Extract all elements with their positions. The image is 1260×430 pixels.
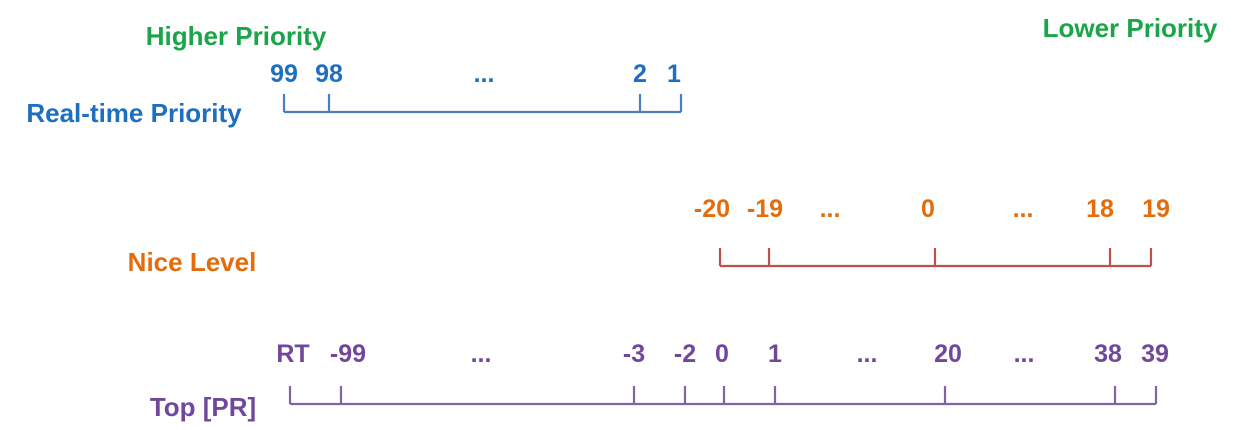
top-tick-label: -99 [330, 340, 366, 368]
realtime-tick-label: 98 [315, 60, 343, 88]
top-tick-label: RT [276, 340, 309, 368]
nice-level-label: Nice Level [128, 247, 257, 277]
top-ellipsis: ... [1014, 340, 1035, 368]
realtime-tick-label: 2 [633, 60, 647, 88]
top-tick-label: 38 [1094, 340, 1122, 368]
realtime-priority-label: Real-time Priority [26, 98, 242, 128]
top-tick-label: -3 [623, 340, 645, 368]
nice-level-scale: -20 -19 ... 0 ... 18 19 [694, 195, 1170, 268]
nice-ellipsis: ... [820, 195, 841, 223]
realtime-ellipsis: ... [474, 60, 495, 88]
nice-tick-label: -19 [747, 195, 783, 223]
top-ellipsis: ... [471, 340, 492, 368]
realtime-priority-scale: 99 98 ... 2 1 [270, 60, 683, 114]
top-pr-scale: RT -99 ... -3 -2 0 1 ... 20 ... 38 39 [276, 340, 1169, 406]
nice-tick-label: 0 [921, 195, 935, 223]
lower-priority-label: Lower Priority [1043, 13, 1218, 43]
nice-ellipsis: ... [1013, 195, 1034, 223]
top-tick-label: 39 [1141, 340, 1169, 368]
realtime-tick-label: 1 [667, 60, 681, 88]
realtime-tick-label: 99 [270, 60, 298, 88]
top-tick-label: 20 [934, 340, 962, 368]
top-pr-label: Top [PR] [150, 392, 256, 422]
top-tick-label: 0 [715, 340, 729, 368]
nice-tick-label: -20 [694, 195, 730, 223]
top-ellipsis: ... [857, 340, 878, 368]
higher-priority-label: Higher Priority [146, 21, 327, 51]
nice-tick-label: 18 [1086, 195, 1114, 223]
nice-tick-label: 19 [1142, 195, 1170, 223]
top-tick-label: -2 [674, 340, 696, 368]
top-tick-label: 1 [768, 340, 782, 368]
